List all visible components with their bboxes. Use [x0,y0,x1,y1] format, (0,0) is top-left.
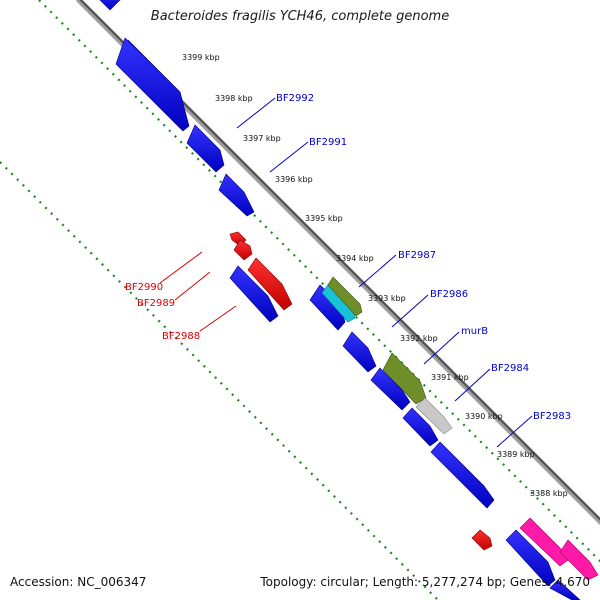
gene-arrow[interactable] [229,265,279,323]
gene-arrow[interactable] [342,331,377,373]
gene-arrow-pink[interactable] [559,539,599,581]
gene-arrow-olive[interactable] [327,276,363,317]
tick-labels: 3399 kbp 3398 kbp 3397 kbp 3396 kbp 3395… [182,53,568,498]
gene-label[interactable]: BF2989 [137,298,175,309]
gene-label[interactable]: BF2991 [309,137,347,148]
gene-arrow[interactable] [370,367,411,411]
gene-arrow[interactable] [218,173,255,217]
gene-arrow-reverse[interactable] [233,239,253,261]
gene-label[interactable]: BF2990 [125,282,163,293]
label-leader [174,271,211,301]
gene-arrow[interactable] [505,529,556,587]
genome-summary-text: Topology: circular; Length: 5,277,274 bp… [260,575,590,589]
gene-arrow[interactable] [115,37,190,132]
reverse-genes [229,231,493,551]
gene-label[interactable]: BF2988 [162,331,200,342]
tick-label: 3391 kbp [431,373,469,382]
label-leader [236,97,276,129]
label-leader [199,305,237,332]
gene-label[interactable]: BF2987 [398,250,436,261]
gene-arrow-reverse[interactable] [247,257,293,311]
label-leader [423,331,460,365]
label-leader [269,141,309,173]
forward-gene-labels: BF2992 BF2991 BF2987 BF2986 murB BF2984 … [236,93,571,448]
gene-arrow-olive[interactable] [382,352,427,405]
label-leader [391,294,429,328]
label-leader [496,415,533,448]
tick-label: 3389 kbp [497,450,535,459]
label-leader [358,254,397,288]
map-title: Bacteroides fragilis YCH46, complete gen… [150,9,450,24]
gene-arrow[interactable] [402,407,439,447]
tick-label: 3393 kbp [368,294,406,303]
tick-label: 3397 kbp [243,134,281,143]
gene-label[interactable]: BF2984 [491,363,529,374]
forward-genes [98,0,599,600]
gene-label[interactable]: BF2983 [533,411,571,422]
gene-arrow[interactable] [186,124,225,173]
gene-label[interactable]: BF2992 [276,93,314,104]
gene-arrow[interactable] [430,441,495,509]
tick-label: 3399 kbp [182,53,220,62]
tick-label: 3394 kbp [336,254,374,263]
gene-label[interactable]: murB [461,326,488,337]
gene-arrow-reverse[interactable] [471,529,493,551]
label-leader [159,251,203,284]
tick-label: 3390 kbp [465,412,503,421]
tick-label: 3388 kbp [530,489,568,498]
tick-label: 3396 kbp [275,175,313,184]
tick-label: 3398 kbp [215,94,253,103]
reverse-gene-labels: BF2990 BF2989 BF2988 [125,251,237,342]
accession-text: Accession: NC_006347 [10,575,147,589]
gene-arrow[interactable] [98,0,124,11]
gene-label[interactable]: BF2986 [430,289,468,300]
gene-arrow-gray[interactable] [415,397,453,435]
gene-arrow[interactable] [549,579,581,600]
label-leader [454,368,491,402]
tick-label: 3392 kbp [400,334,438,343]
tick-label: 3395 kbp [305,214,343,223]
gene-arrow-pink[interactable] [519,517,569,567]
